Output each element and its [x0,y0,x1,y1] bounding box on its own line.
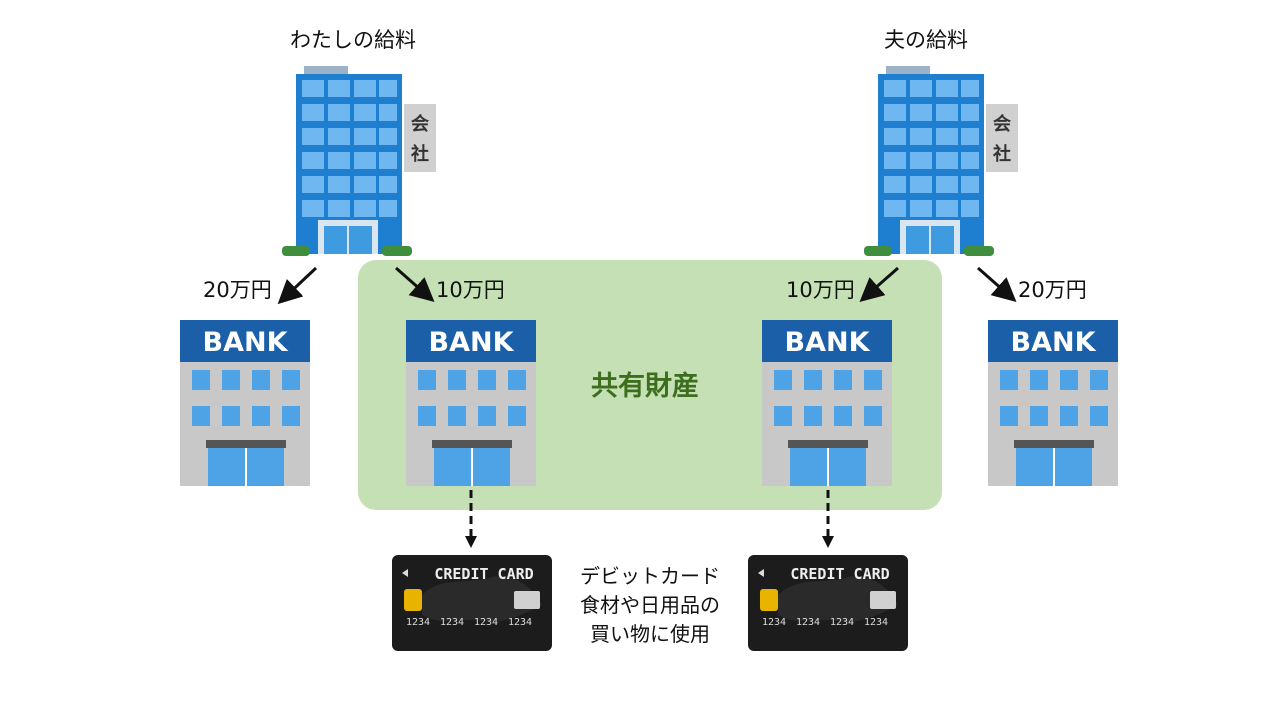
card-number-group: 1234 [508,617,532,628]
company-husband-label: 夫の給料 [884,28,968,52]
bank-husband-personal-icon: BANK [988,320,1118,486]
company-sign-char: 会 [993,113,1011,135]
card-number-group: 1234 [440,617,464,628]
arrow-husband-shared [859,266,899,302]
card-brand-text: CREDIT CARD [790,565,889,583]
card-number-group: 1234 [830,617,854,628]
bank-husband-shared-icon: BANK [762,320,892,486]
debit-card-mine-icon: CREDIT CARD 1234 1234 1234 1234 [392,555,552,651]
amount-husband-personal: 20万円 [1018,278,1087,302]
bank-sign: BANK [1011,327,1097,358]
bank-mine-personal-icon: BANK [180,320,310,486]
arrow-mine-personal [277,266,318,305]
card-number-group: 1234 [406,617,430,628]
card-brand-text: CREDIT CARD [434,565,533,583]
company-sign-char: 社 [993,143,1011,165]
card-note-line: 買い物に使用 [590,622,710,646]
card-number-group: 1234 [796,617,820,628]
amount-husband-shared: 10万円 [786,278,855,302]
bank-sign: BANK [203,327,289,358]
company-sign-char: 社 [411,143,429,165]
debit-card-husband-icon: CREDIT CARD 1234 1234 1234 1234 [748,555,908,651]
company-building-mine-icon: 会 社 [282,66,436,256]
card-number-group: 1234 [474,617,498,628]
card-number-group: 1234 [864,617,888,628]
company-building-husband-icon: 会 社 [864,66,1018,256]
card-note-line: デビットカード [580,564,720,588]
bank-sign: BANK [429,327,515,358]
card-number-group: 1234 [762,617,786,628]
bank-sign: BANK [785,327,871,358]
company-mine-label: わたしの給料 [290,28,416,52]
company-sign-char: 会 [411,113,429,135]
arrow-husband-personal [977,266,1017,302]
amount-mine-personal: 20万円 [203,278,272,302]
arrow-mine-shared [395,266,435,302]
bank-mine-shared-icon: BANK [406,320,536,486]
amount-mine-shared: 10万円 [436,278,505,302]
shared-property-title: 共有財産 [591,371,699,402]
card-note-line: 食材や日用品の [580,593,720,617]
card-usage-note: デビットカード 食材や日用品の 買い物に使用 [560,562,740,649]
